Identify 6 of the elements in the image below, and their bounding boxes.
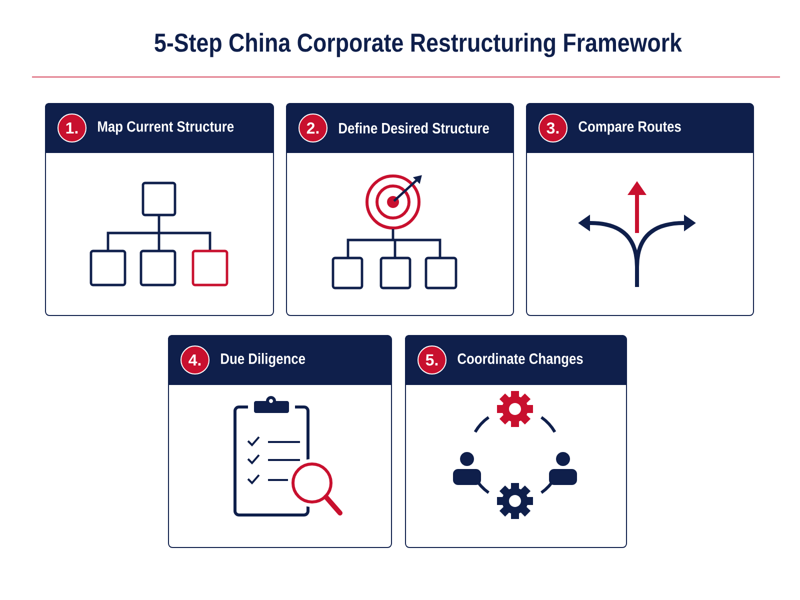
number-badge: 2. [298, 114, 328, 142]
title: 5-Step China Corporate Restructuring Framework [154, 32, 682, 58]
number-badge: 1. [58, 114, 86, 142]
number-badge: 4. [180, 346, 210, 374]
number-badge: 3. [538, 114, 568, 142]
number-badge: 5. [418, 346, 446, 374]
